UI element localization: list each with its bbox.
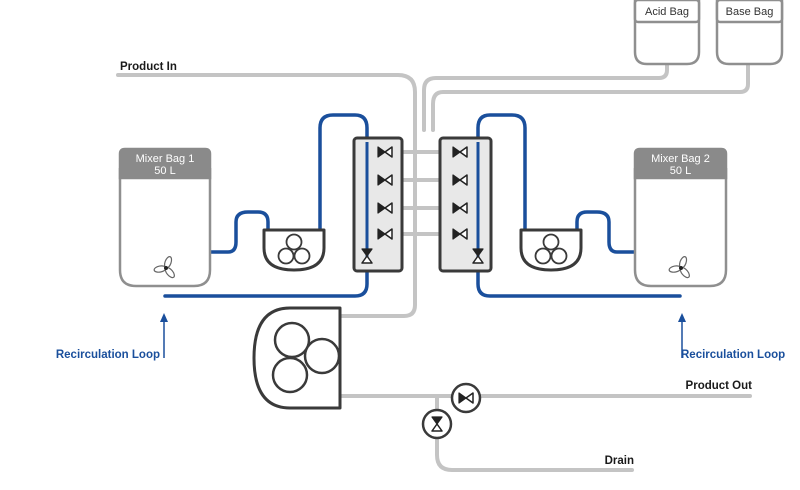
right-recirc-pump — [519, 228, 583, 272]
drain-valve[interactable] — [421, 408, 453, 440]
blue-recirculation-lines — [163, 113, 682, 298]
base-bag-label: Base Bag — [726, 6, 774, 18]
drain-label: Drain — [605, 455, 634, 467]
recirculation-left-label: Recirculation Loop — [56, 349, 160, 361]
base-bag — [715, 0, 784, 66]
right-loop-top — [575, 210, 637, 254]
left-loop-top — [208, 210, 270, 254]
acid-bag-label: Acid Bag — [645, 6, 689, 18]
base-feed-line — [431, 60, 750, 132]
right-loop-out — [476, 113, 527, 234]
labels: Product In Product Out Drain Recirculati… — [56, 6, 785, 467]
product-out-valve[interactable] — [450, 382, 482, 414]
right-manifold — [438, 136, 493, 273]
mixer-bag-2-volume: 50 L — [670, 165, 691, 177]
right-recirc-arrow — [678, 313, 686, 358]
mixer-bag-1-name: Mixer Bag 1 — [136, 153, 195, 165]
left-recirc-arrow — [160, 313, 168, 358]
left-loop-return — [163, 246, 369, 298]
mixer-bag-2-name: Mixer Bag 2 — [651, 153, 710, 165]
product-in-line — [116, 73, 417, 318]
product-out-label: Product Out — [686, 380, 753, 392]
recirculation-right-label: Recirculation Loop — [681, 349, 785, 361]
main-product-pump — [252, 306, 342, 410]
product-in-label: Product In — [120, 61, 177, 73]
acid-feed-line — [422, 60, 669, 132]
left-loop-out — [318, 113, 369, 234]
right-loop-return — [476, 246, 682, 298]
left-recirc-pump — [262, 228, 326, 272]
left-manifold — [352, 136, 404, 273]
drain-line — [435, 394, 634, 472]
mixer-bag-1-volume: 50 L — [154, 165, 175, 177]
mixer-bag-1 — [118, 147, 212, 288]
mixer-bag-2 — [633, 147, 728, 288]
acid-bag — [633, 0, 701, 66]
